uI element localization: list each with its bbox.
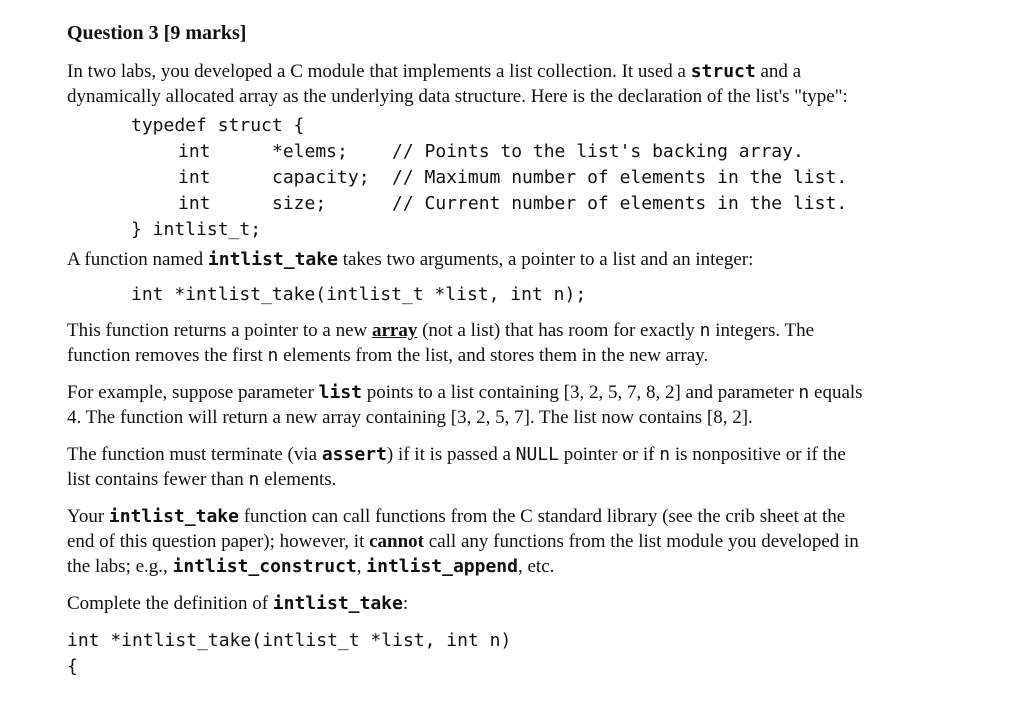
complete-paragraph: Complete the definition of intlist_take: — [67, 591, 987, 616]
library-line3-b: , etc. — [517, 556, 555, 577]
terminate-line2-a: list contains fewer than — [67, 469, 249, 490]
complete-text-b: : — [402, 593, 409, 614]
terminate-text-b: ) if it is passed a — [386, 444, 516, 465]
returns-paragraph: This function returns a pointer to a new… — [67, 318, 987, 368]
field-type: int — [178, 167, 211, 188]
example-code-n: n — [798, 382, 810, 403]
terminate-line2-code-n: n — [248, 469, 260, 490]
terminate-code-null: NULL — [515, 444, 559, 465]
library-line2-b: call any functions from the list module … — [424, 531, 859, 552]
function-prototype: int *intlist_take(intlist_t *list, int n… — [131, 284, 587, 305]
library-code-construct: intlist_construct — [172, 556, 357, 577]
returns-text-a: This function returns a pointer to a new — [67, 320, 372, 341]
returns-code-n: n — [699, 320, 711, 341]
array-emphasis: array — [371, 320, 418, 341]
library-text-b: function can call functions from the C s… — [238, 506, 846, 527]
library-comma: , — [356, 556, 367, 577]
library-code-take: intlist_take — [108, 506, 239, 527]
intro-text-b: and a — [755, 61, 802, 82]
field-comment: // Current number of elements in the lis… — [392, 193, 848, 214]
complete-code-take: intlist_take — [272, 593, 403, 614]
example-paragraph: For example, suppose parameter list poin… — [67, 380, 987, 430]
returns-line2-a: function removes the first — [67, 345, 268, 366]
field-name: size; — [272, 193, 327, 214]
field-type: int — [178, 141, 211, 162]
example-text-a: For example, suppose parameter — [67, 382, 319, 403]
intro-paragraph: In two labs, you developed a C module th… — [67, 59, 987, 109]
example-code-list: list — [318, 382, 363, 403]
question-page: Question 3 [9 marks] In two labs, you de… — [67, 18, 987, 680]
field-comment: // Maximum number of elements in the lis… — [392, 167, 848, 188]
terminate-text-a: The function must terminate (via — [67, 444, 322, 465]
func-intro-code: intlist_take — [207, 249, 338, 270]
intro-code-struct: struct — [690, 61, 756, 82]
library-line2-a: end of this question paper); however, it — [67, 531, 370, 552]
library-code-append: intlist_append — [366, 556, 518, 577]
struct-field-size: int size; // Current number of elements in… — [131, 191, 987, 217]
func-intro-text-a: A function named — [67, 249, 208, 270]
terminate-text-c: pointer or if — [559, 444, 660, 465]
struct-field-elems: int *elems; // Points to the list's backin… — [131, 139, 987, 165]
field-name: *elems; — [272, 141, 348, 162]
field-type: int — [178, 193, 211, 214]
terminate-text-d: is nonpositive or if the — [670, 444, 846, 465]
terminate-code-n: n — [659, 444, 671, 465]
library-line3-a: the labs; e.g., — [67, 556, 173, 577]
returns-text-c: integers. The — [710, 320, 815, 341]
terminate-paragraph: The function must terminate (via assert)… — [67, 442, 987, 492]
cannot-emphasis: cannot — [369, 531, 425, 552]
terminate-code-assert: assert — [321, 444, 387, 465]
returns-line2-code-n: n — [267, 345, 279, 366]
question-title: Question 3 [9 marks] — [67, 22, 247, 44]
library-text-a: Your — [67, 506, 109, 527]
returns-line2-b: elements from the list, and stores them … — [278, 345, 709, 366]
definition-signature: int *intlist_take(intlist_t *list, int n… — [67, 630, 512, 651]
terminate-line2-b: elements. — [259, 469, 337, 490]
intro-text-a: In two labs, you developed a C module th… — [67, 61, 691, 82]
field-name: capacity; — [272, 167, 370, 188]
function-definition: int *intlist_take(intlist_t *list, int n… — [67, 628, 987, 680]
complete-text-a: Complete the definition of — [67, 593, 273, 614]
definition-open-brace: { — [67, 656, 78, 677]
field-comment: // Points to the list's backing array. — [392, 141, 804, 162]
struct-open: typedef struct { — [131, 115, 305, 136]
library-paragraph: Your intlist_take function can call func… — [67, 504, 987, 579]
intro-text-line2: dynamically allocated array as the under… — [67, 86, 848, 107]
example-text-c: equals — [809, 382, 863, 403]
func-intro-text-b: takes two arguments, a pointer to a list… — [337, 249, 754, 270]
example-line2: 4. The function will return a new array … — [67, 407, 753, 428]
struct-close: } intlist_t; — [131, 219, 262, 240]
function-intro-paragraph: A function named intlist_take takes two … — [67, 247, 987, 272]
example-text-b: points to a list containing [3, 2, 5, 7,… — [362, 382, 799, 403]
struct-declaration: typedef struct { int *elems; // Points to t… — [67, 113, 987, 243]
struct-field-capacity: int capacity; // Maximum number of element… — [131, 165, 987, 191]
returns-text-b: (not a list) that has room for exactly — [417, 320, 700, 341]
